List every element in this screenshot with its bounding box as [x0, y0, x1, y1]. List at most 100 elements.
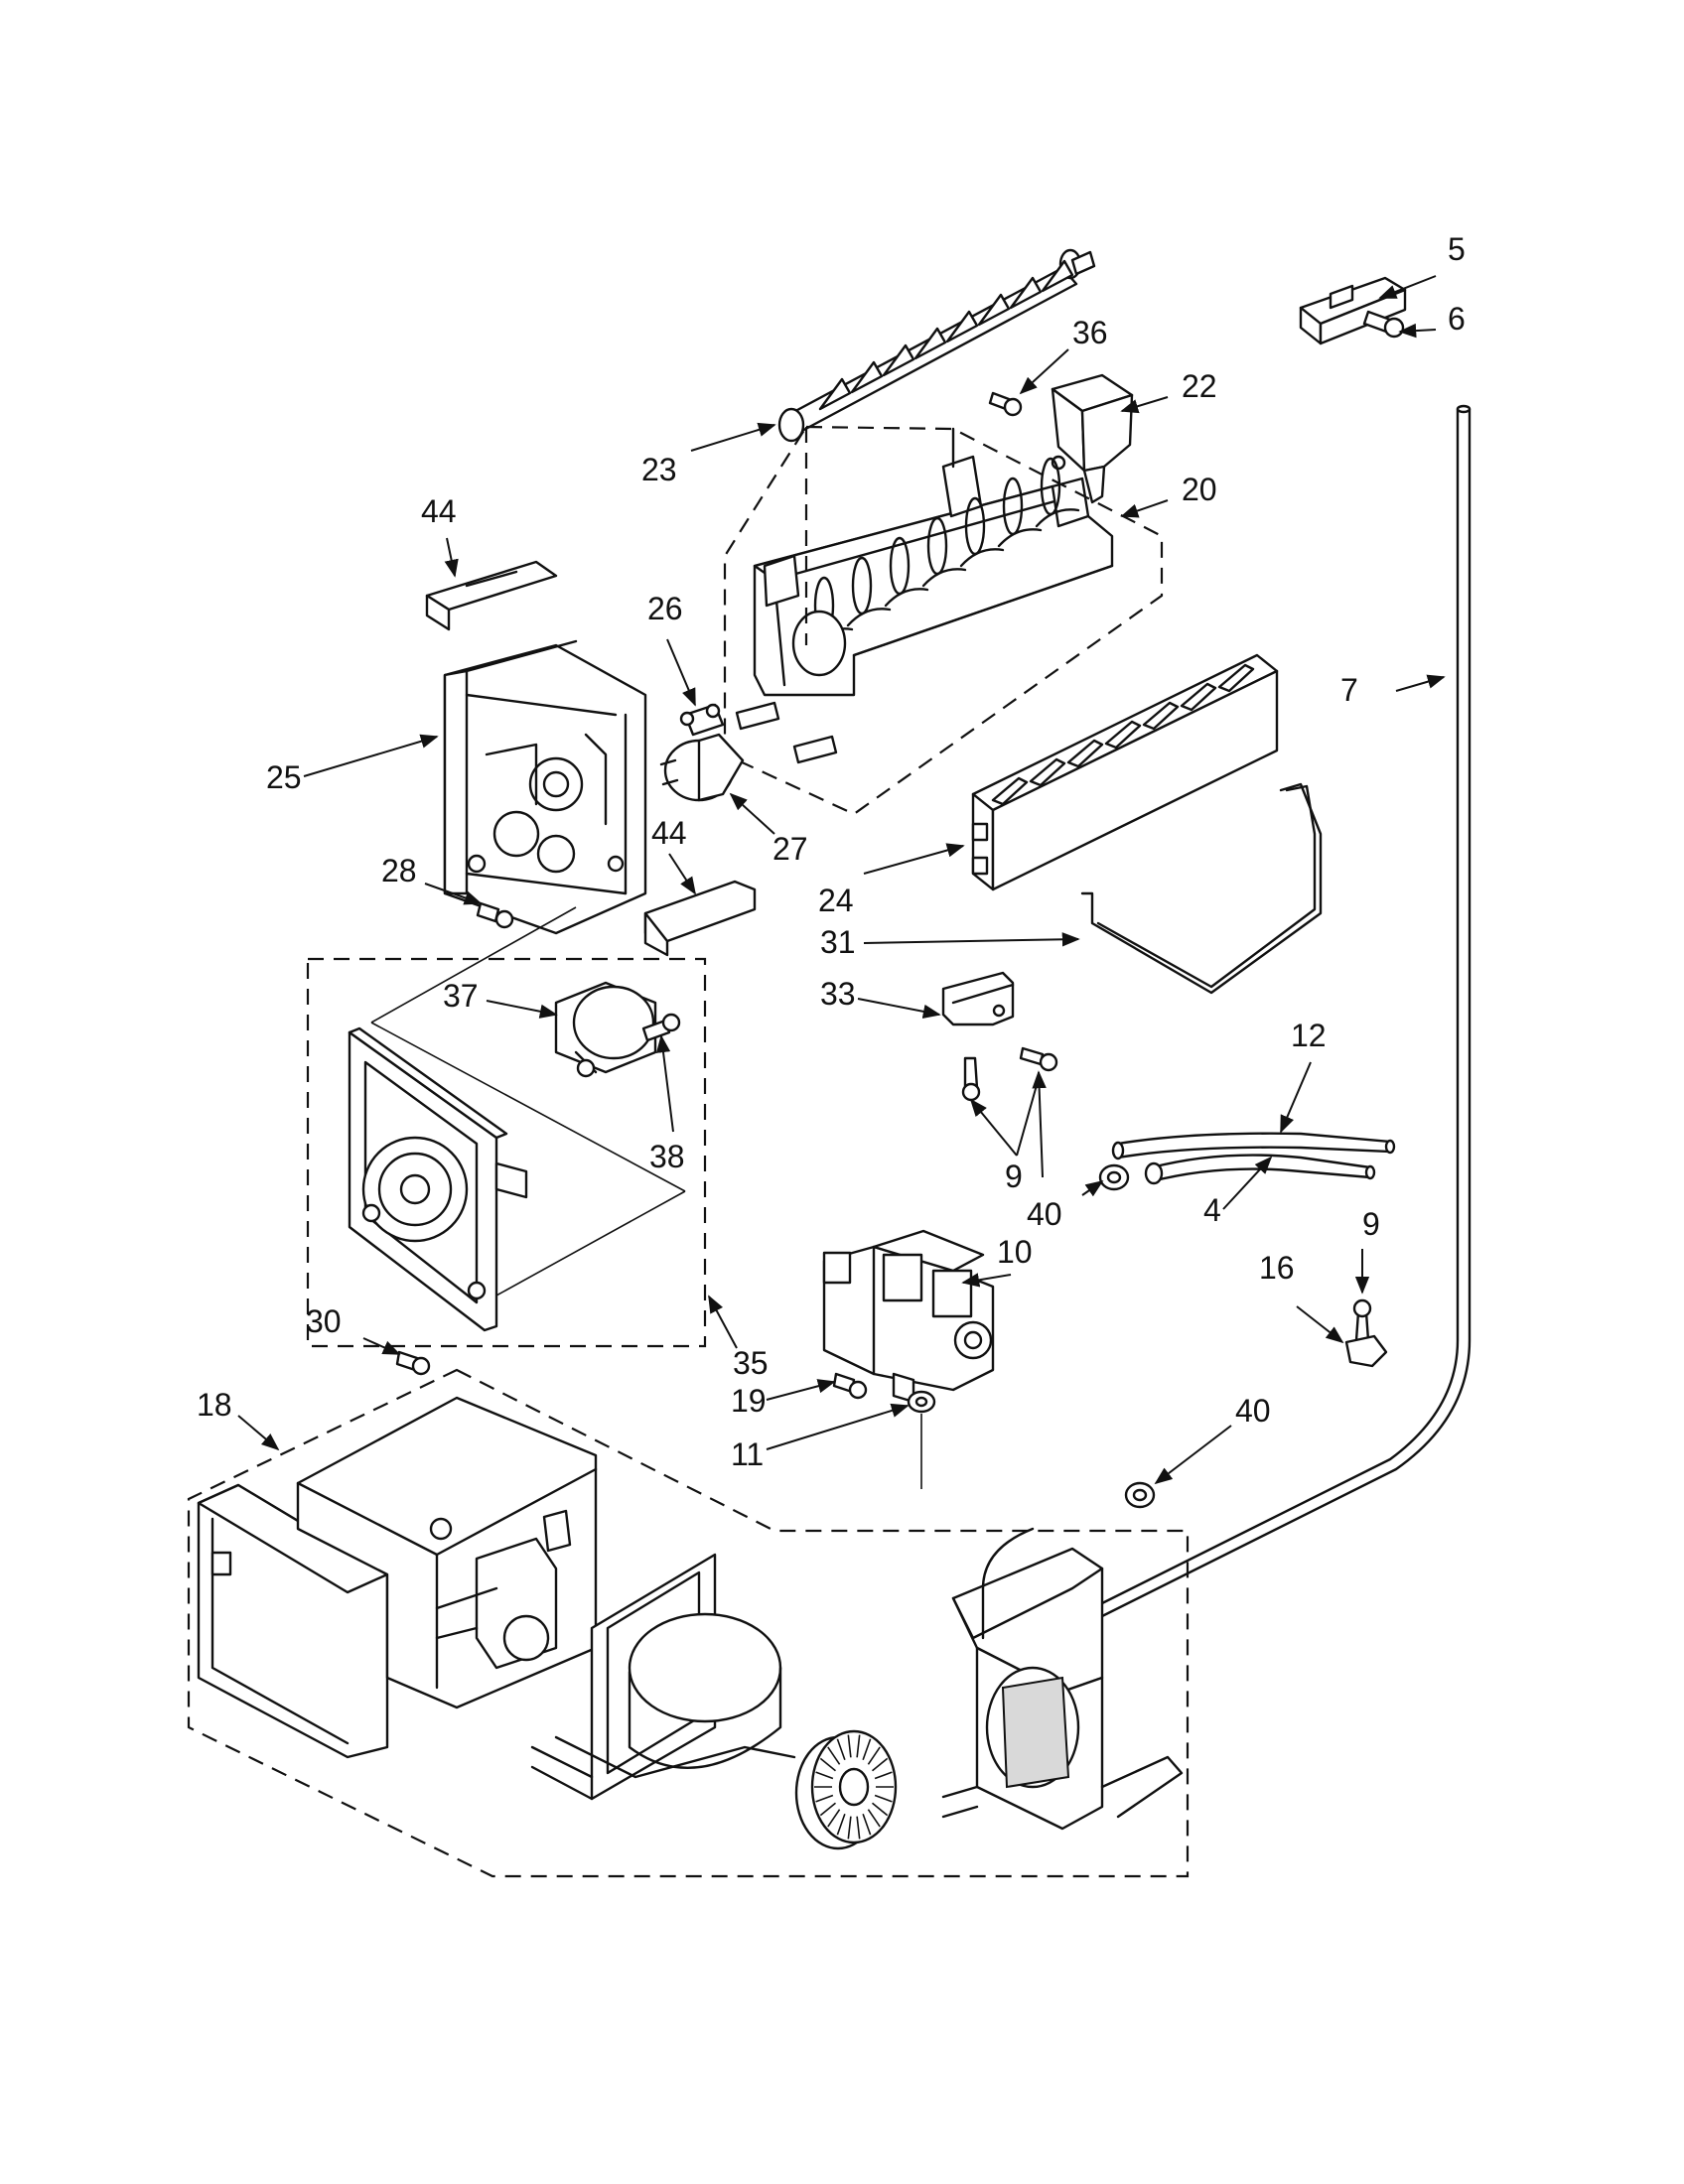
callout-44-bottom: 44 — [651, 815, 687, 851]
module-assembly-dashed-outline — [306, 957, 707, 1348]
fan-blade — [819, 1802, 837, 1817]
callout-20: 20 — [1182, 472, 1217, 507]
ejector-blade — [850, 360, 884, 394]
part-11-nut — [907, 1390, 936, 1489]
ejector-blade — [945, 310, 979, 343]
part-40-nut-lower — [1124, 1481, 1156, 1509]
fan-blade — [827, 1809, 841, 1828]
callout-40-upper: 40 — [1027, 1196, 1062, 1232]
fan-blade — [856, 1734, 861, 1758]
fan-blade — [867, 1746, 881, 1765]
callout-30: 30 — [306, 1303, 342, 1339]
mold-cell-divider — [884, 588, 929, 608]
callout-35: 35 — [733, 1345, 769, 1381]
callout-9-single: 9 — [1362, 1206, 1380, 1242]
part-20-ice-mold — [735, 455, 1114, 764]
fan-blade — [862, 1738, 872, 1760]
callout-12: 12 — [1291, 1018, 1327, 1053]
part-27-thermostat — [659, 733, 745, 802]
callout-31: 31 — [820, 924, 856, 960]
stripper-tooth — [1104, 720, 1142, 750]
part-18-dispenser-housing — [197, 1396, 598, 1759]
ejector-blade — [977, 293, 1011, 327]
fan-blade — [867, 1809, 881, 1828]
part-23-ejector — [777, 248, 1096, 443]
part-4-tube — [1144, 1154, 1376, 1185]
part-44-clip-bottom — [643, 880, 757, 957]
callout-10: 10 — [997, 1234, 1033, 1270]
part-19-screw — [832, 1372, 868, 1400]
part-9-screws — [961, 1046, 1058, 1102]
part-7-water-tube — [981, 404, 1472, 1642]
fan-blade — [836, 1738, 846, 1760]
leader-lines — [237, 275, 1446, 1485]
fan-blade — [871, 1757, 889, 1772]
callout-44-top: 44 — [421, 493, 457, 529]
ejector-blade — [818, 377, 852, 411]
stripper-tooth — [1217, 663, 1255, 693]
fan-blade — [874, 1794, 893, 1803]
mold-cell-divider — [1035, 508, 1080, 528]
part-10-water-valve — [822, 1229, 995, 1404]
callout-22: 22 — [1182, 368, 1217, 404]
fan-wheel — [794, 1729, 898, 1850]
part-36-screw — [988, 391, 1023, 417]
callout-28: 28 — [381, 853, 417, 888]
part-12-tube — [1111, 1132, 1396, 1160]
part-40-nut-upper — [1098, 1163, 1130, 1191]
callout-7: 7 — [1340, 672, 1358, 708]
callout-25: 25 — [266, 759, 302, 795]
part-25-module-housing — [443, 639, 647, 935]
fan-blade — [874, 1771, 893, 1780]
callout-9-pair: 9 — [1005, 1159, 1023, 1194]
callout-33: 33 — [820, 976, 856, 1012]
fan-blade — [836, 1814, 846, 1836]
part-22-fill-cup — [1051, 373, 1134, 504]
module-gear-plate — [348, 1026, 528, 1332]
auger-motor-housing — [941, 1527, 1184, 1831]
ejector-blade — [913, 327, 947, 360]
fan-blade — [856, 1816, 861, 1840]
fan-blade — [847, 1816, 852, 1840]
callout-6: 6 — [1448, 301, 1466, 337]
callout-labels: 5 6 36 22 23 20 44 26 7 25 27 44 24 28 3… — [197, 231, 1466, 1472]
mold-cell-divider — [959, 548, 1005, 568]
stripper-tooth — [1142, 701, 1180, 731]
fan-blade — [871, 1802, 889, 1817]
dispenser-assembly-dashed-outline — [187, 1368, 1190, 1878]
callout-19: 19 — [731, 1383, 767, 1419]
part-30-screw — [395, 1350, 431, 1376]
callout-5: 5 — [1448, 231, 1466, 267]
callout-26: 26 — [647, 591, 683, 626]
ejector-blade — [1009, 276, 1043, 310]
callout-27: 27 — [772, 831, 808, 867]
callout-37: 37 — [443, 978, 479, 1014]
callout-4: 4 — [1203, 1192, 1221, 1228]
fan-shroud — [530, 1553, 796, 1801]
fan-blade — [819, 1757, 837, 1772]
stripper-tooth — [1180, 682, 1217, 712]
part-24-ice-stripper — [971, 653, 1279, 891]
part-44-clip-top — [425, 560, 558, 631]
callout-18: 18 — [197, 1387, 232, 1423]
callout-23: 23 — [641, 452, 677, 487]
callout-40-lower: 40 — [1235, 1393, 1271, 1429]
ejector-blade — [882, 343, 915, 377]
part-33-bracket — [941, 971, 1015, 1026]
part-16-clamp — [1344, 1334, 1388, 1368]
stripper-tooth — [1066, 739, 1104, 768]
part-28-screw — [476, 901, 514, 929]
part-38-screw — [641, 1013, 681, 1042]
fan-blade — [862, 1814, 872, 1836]
callout-11: 11 — [731, 1436, 764, 1472]
mold-assembly-dashed-outline — [723, 425, 1164, 816]
stripper-tooth — [1029, 757, 1066, 787]
callout-38: 38 — [649, 1139, 685, 1174]
fan-blade — [815, 1794, 834, 1803]
mold-cell-divider — [846, 608, 892, 627]
callout-24: 24 — [818, 883, 854, 918]
part-9-screw-single — [1352, 1298, 1372, 1342]
ejector-blade — [1041, 259, 1074, 293]
callout-16: 16 — [1259, 1250, 1295, 1286]
